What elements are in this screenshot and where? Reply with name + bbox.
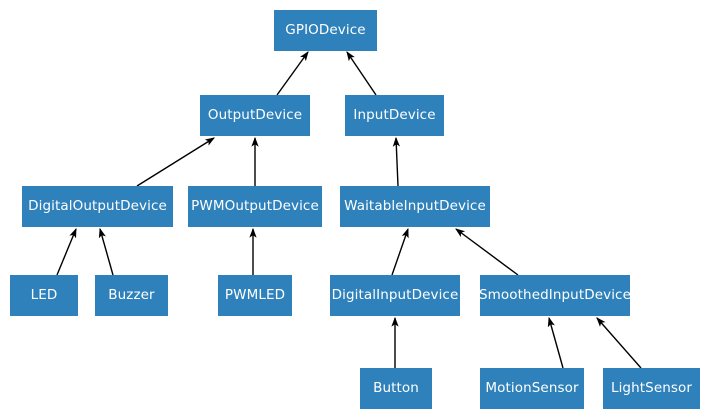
class-node-label: LED	[30, 286, 58, 303]
class-node-smoothedinputdevice[interactable]: SmoothedInputDevice	[479, 275, 631, 316]
class-node-pwmled[interactable]: PWMLED	[218, 275, 292, 316]
class-node-label: Buzzer	[108, 286, 155, 303]
class-node-led[interactable]: LED	[10, 275, 78, 316]
inheritance-arrow-buzzer-to-digitaloutputdevice	[98, 227, 114, 276]
inheritance-arrow-motionsensor-to-smoothedinputdevice	[547, 316, 564, 369]
class-node-button[interactable]: Button	[360, 368, 432, 409]
inheritance-arrow-waitableinputdevice-to-inputdevice	[392, 136, 400, 187]
class-node-outputdevice[interactable]: OutputDevice	[200, 95, 310, 136]
class-node-label: Button	[373, 379, 419, 396]
class-node-label: InputDevice	[353, 106, 436, 123]
inheritance-arrow-digitaloutputdevice-to-outputdevice	[136, 137, 215, 187]
inheritance-arrow-lightsensor-to-smoothedinputdevice	[596, 317, 642, 369]
class-node-label: PWMOutputDevice	[191, 197, 319, 214]
inheritance-arrow-inputdevice-to-gpiodevice	[346, 51, 377, 96]
inheritance-arrow-led-to-digitaloutputdevice	[56, 227, 77, 276]
class-node-inputdevice[interactable]: InputDevice	[345, 95, 444, 136]
class-node-digitaloutputdevice[interactable]: DigitalOutputDevice	[22, 186, 173, 227]
inheritance-arrow-smoothedinputdevice-to-waitableinputdevice	[455, 228, 519, 276]
inheritance-arrow-outputdevice-to-gpiodevice	[276, 51, 309, 96]
class-node-label: SmoothedInputDevice	[479, 286, 631, 303]
inheritance-arrow-digitalinputdevice-to-waitableinputdevice	[391, 227, 409, 276]
class-node-label: MotionSensor	[485, 379, 579, 396]
class-node-label: DigitalInputDevice	[331, 286, 459, 303]
class-node-pwmoutputdevice[interactable]: PWMOutputDevice	[188, 186, 322, 227]
class-node-gpiodevice[interactable]: GPIODevice	[274, 10, 377, 51]
class-node-waitableinputdevice[interactable]: WaitableInputDevice	[340, 186, 490, 227]
class-node-label: GPIODevice	[285, 21, 366, 38]
class-node-label: LightSensor	[610, 379, 693, 396]
class-node-lightsensor[interactable]: LightSensor	[603, 368, 700, 409]
class-node-motionsensor[interactable]: MotionSensor	[480, 368, 584, 409]
class-node-label: WaitableInputDevice	[344, 197, 486, 214]
class-node-label: OutputDevice	[207, 106, 303, 123]
class-node-label: PWMLED	[224, 286, 286, 303]
class-node-digitalinputdevice[interactable]: DigitalInputDevice	[330, 275, 460, 316]
class-node-buzzer[interactable]: Buzzer	[95, 275, 168, 316]
class-node-label: DigitalOutputDevice	[28, 197, 167, 214]
